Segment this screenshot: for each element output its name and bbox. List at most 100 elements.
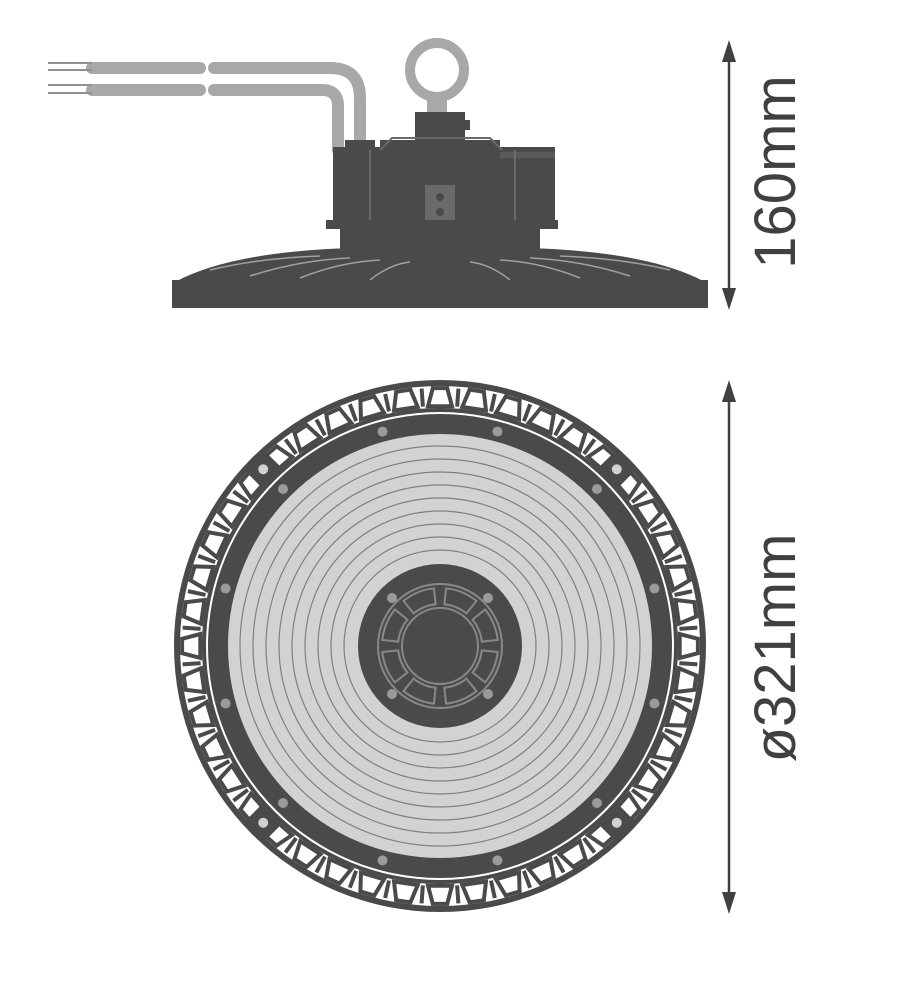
fin [216,762,248,794]
fin [673,665,699,695]
lens-ring [304,510,576,782]
driver-housing [326,137,558,251]
fin-rib [455,885,461,904]
fin-rib [212,520,231,533]
fin [525,856,556,887]
fin-rib [182,661,201,667]
fin [188,698,217,728]
fin-rib [553,418,566,437]
fin [391,387,421,413]
hub-slot [443,587,478,615]
screw-icon [387,689,397,699]
heat-sink [172,248,708,308]
fin [459,879,489,905]
fin [358,869,388,898]
fin [425,883,455,906]
fin [677,631,700,661]
screw-icon [649,698,660,709]
fin-rib [649,759,668,772]
screw-icon [492,426,503,437]
tab-hole [258,464,269,475]
fin [358,394,388,423]
hub-slot [402,587,437,615]
fin [673,597,699,627]
cooling-fins [180,386,700,906]
fin-rib [187,695,206,703]
wire-ends-icon [48,62,92,94]
lens-ring [278,484,602,808]
fin-rib [232,489,250,504]
fin-rib [347,870,358,889]
fin [650,731,681,762]
height-label: 160mm [743,75,808,268]
fin-rib [197,727,216,739]
side-view [48,38,708,308]
screw-icon [278,484,289,495]
fin-rib [455,388,461,407]
fin-rib [674,589,693,597]
fin-rib [197,553,216,564]
hub-slot [381,608,409,643]
fin-rib [679,661,698,667]
fin-rib [187,589,206,597]
fin [292,422,324,454]
fin-rib [383,880,391,899]
tab-hole [611,464,622,475]
fin-rib [664,553,683,565]
hub-slot [402,677,437,705]
diameter-dimension [722,380,736,914]
lens-ring [239,445,641,847]
fin [650,530,681,561]
lens-ring [317,523,563,769]
bezel-screws [220,426,660,866]
screw-icon [591,797,602,808]
fin [492,394,522,423]
fin-rib [232,788,250,803]
hub-slot [471,649,499,684]
fin-rib [582,438,597,456]
fin-rib [314,418,327,437]
hub-slot [443,677,478,705]
fin [632,762,664,794]
screw-icon [387,593,397,603]
fin [216,498,248,530]
screw-icon [377,855,388,866]
lens-ring [291,497,589,795]
fin [663,698,692,728]
fin-rib [522,403,533,422]
fin-rib [182,625,201,631]
fin [663,564,692,594]
lens-ring [252,458,628,834]
fin-rib [383,393,391,412]
hub-slot [381,649,409,684]
tab-hole [258,817,269,828]
fin-rib [489,393,497,412]
fin-rib [582,836,597,854]
center-hub [358,564,522,728]
screw-icon [492,855,503,866]
fin-rib [347,403,359,422]
screw-icon [483,689,493,699]
screw-icon [220,583,231,594]
hub-slot [471,608,499,643]
fin [199,530,230,561]
height-dimension [722,40,736,310]
fin [324,856,355,887]
fin [556,838,588,870]
fin-rib [314,855,327,874]
fin-rib [521,870,533,889]
fin [556,422,588,454]
fin-rib [630,489,648,504]
fin-rib [212,759,231,772]
fin [324,405,355,436]
eye-bolt-icon [405,38,469,115]
fin [292,838,324,870]
fin [188,564,217,594]
fin-rib [283,438,298,456]
lens-ring [330,536,550,756]
fin-rib [553,855,566,874]
power-cable [86,62,366,156]
fin [391,879,421,905]
screw-icon [483,593,493,603]
